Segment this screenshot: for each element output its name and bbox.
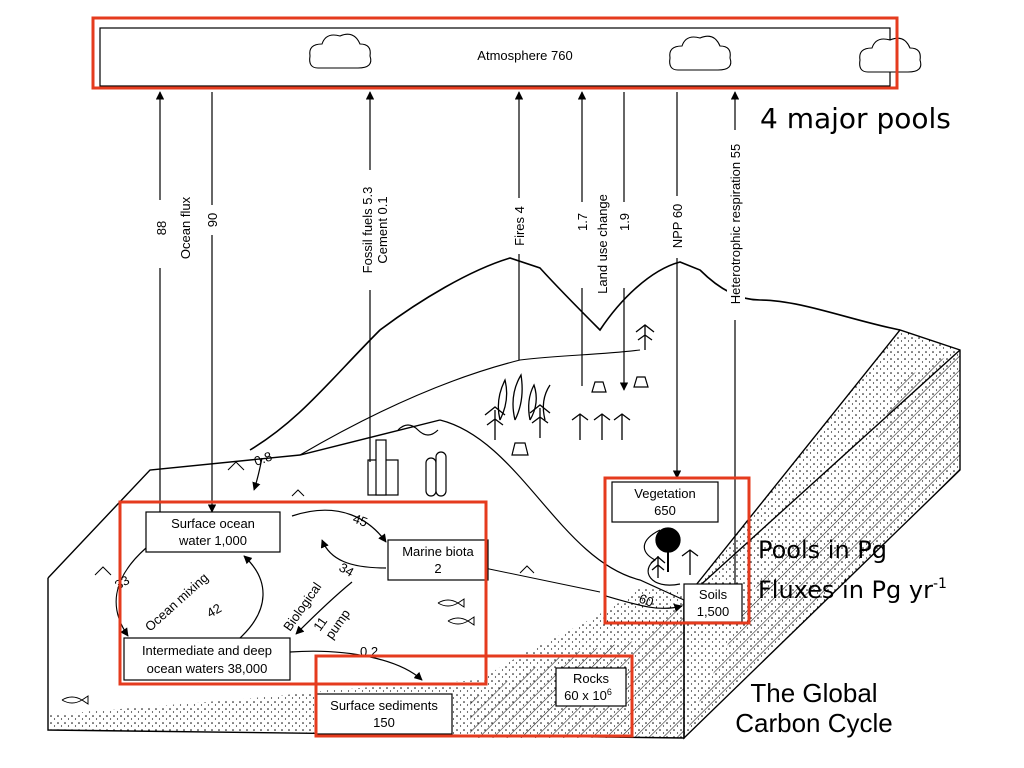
svg-text:Vegetation: Vegetation <box>634 486 695 501</box>
svg-text:60 x 106: 60 x 106 <box>564 687 612 703</box>
atmosphere-pool: Atmosphere 760 <box>99 27 922 87</box>
diagram-title-line2: Carbon Cycle <box>735 708 893 738</box>
fossil-fuels-label: Fossil fuels 5.3 <box>360 187 375 274</box>
npp-label: NPP 60 <box>670 204 685 249</box>
highlight-sediments <box>314 654 634 738</box>
diagram-title-line1: The Global <box>750 678 877 708</box>
fish-icon <box>61 598 475 705</box>
pool-highlights <box>118 476 751 738</box>
flux-0-8: 0.8 <box>252 449 274 469</box>
flux-34: 34 <box>337 560 357 580</box>
svg-text:150: 150 <box>373 715 395 730</box>
heterotrophic-label: Heterotrophic respiration 55 <box>728 144 743 304</box>
svg-text:Surface ocean: Surface ocean <box>171 516 255 531</box>
svg-text:water 1,000: water 1,000 <box>178 533 247 548</box>
land-use-down-value: 1.9 <box>617 213 632 231</box>
svg-text:1,500: 1,500 <box>697 604 730 619</box>
highlight-land <box>603 476 751 625</box>
ocean-flux-label: Ocean flux <box>178 196 193 259</box>
flux-33: 33 <box>112 572 132 592</box>
ocean-flux-arrows <box>115 457 683 681</box>
atmosphere-label: Atmosphere 760 <box>477 48 572 63</box>
stump-icon <box>511 376 649 456</box>
svg-text:Marine biota: Marine biota <box>402 544 474 559</box>
svg-text:Soils: Soils <box>699 587 728 602</box>
fires-label: Fires 4 <box>512 206 527 246</box>
flux-45: 45 <box>351 511 370 530</box>
highlight-ocean <box>118 500 488 686</box>
soils-pool: Soils 1,500 <box>683 583 743 623</box>
surface-sediments-pool: Surface sediments 150 <box>315 693 453 735</box>
major-pools-note: 4 major pools <box>760 102 951 135</box>
tree-icon <box>484 324 699 578</box>
cement-label: Cement 0.1 <box>375 196 390 263</box>
pools-units-note: Pools in Pg <box>758 536 887 564</box>
svg-text:Surface sediments: Surface sediments <box>330 698 438 713</box>
deep-ocean-pool: Intermediate and deep ocean waters 38,00… <box>123 637 291 681</box>
flux-60-litter: 60 <box>637 591 656 610</box>
ocean-mixing-label: Ocean mixing <box>142 570 211 634</box>
ocean-up-value: 88 <box>154 221 169 235</box>
highlight-atmosphere <box>91 16 899 90</box>
rocks-pool: Rocks 60 x 106 <box>555 667 627 707</box>
fire-icon <box>497 373 551 421</box>
svg-text:2: 2 <box>434 561 441 576</box>
land-use-up-value: 1.7 <box>575 213 590 231</box>
ocean-down-value: 90 <box>205 213 220 227</box>
svg-text:Rocks: Rocks <box>573 671 610 686</box>
svg-text:ocean waters 38,000: ocean waters 38,000 <box>147 661 268 676</box>
svg-text:Intermediate and deep: Intermediate and deep <box>142 643 272 658</box>
fluxes-units-note: Fluxes in Pg yr-1 <box>758 576 947 604</box>
factory-icon <box>367 424 447 497</box>
land-use-change-label: Land use change <box>595 194 610 294</box>
vegetation-pool: Vegetation 650 <box>611 481 719 523</box>
surface-ocean-pool: Surface ocean water 1,000 <box>145 511 281 553</box>
vertical-flux-labels: 88 Ocean flux 90 Fossil fuels 5.3 Cement… <box>152 130 745 320</box>
cloud-icon <box>309 33 922 73</box>
flux-42: 42 <box>204 600 224 620</box>
marine-biota-pool: Marine biota 2 <box>387 539 489 581</box>
svg-text:650: 650 <box>654 503 676 518</box>
